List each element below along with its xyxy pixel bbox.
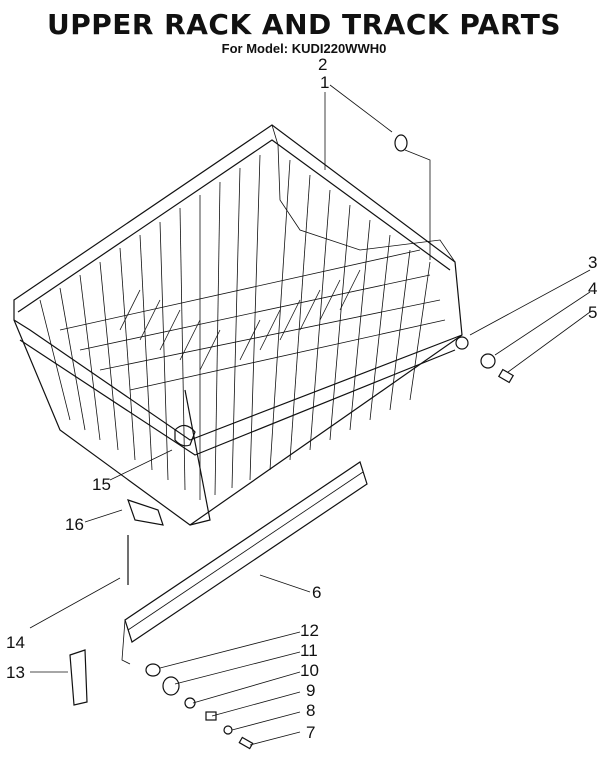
rack-tines	[119, 269, 361, 371]
callout-13: 13	[6, 663, 25, 682]
callout-9: 9	[306, 681, 315, 700]
part-6-track-rail	[121, 461, 368, 665]
parts-7-12-track-hardware	[145, 663, 254, 750]
parts-13-16-misc	[69, 499, 164, 706]
callout-2: 2	[318, 55, 327, 74]
callout-11: 11	[300, 641, 318, 660]
callout-6: 6	[312, 583, 321, 602]
rack-wires	[39, 154, 446, 500]
callout-10: 10	[300, 661, 319, 680]
callout-15: 15	[92, 475, 111, 494]
callout-4: 4	[588, 279, 597, 298]
callout-14: 14	[6, 633, 25, 652]
parts-3-4-5-roller-hardware	[455, 336, 515, 384]
diagram-title: UPPER RACK AND TRACK PARTS	[46, 8, 562, 41]
callout-leader-lines	[29, 84, 591, 746]
callout-7: 7	[306, 723, 315, 742]
callout-8: 8	[306, 701, 315, 720]
callout-16: 16	[65, 515, 84, 534]
callout-5: 5	[588, 303, 597, 322]
upper-rack-basket	[13, 124, 463, 526]
callout-3: 3	[588, 253, 597, 272]
callout-12: 12	[300, 621, 319, 640]
diagram-subtitle: For Model: KUDI220WWH0	[221, 41, 387, 56]
callout-1: 1	[320, 73, 329, 92]
part-2-stud	[394, 134, 431, 260]
